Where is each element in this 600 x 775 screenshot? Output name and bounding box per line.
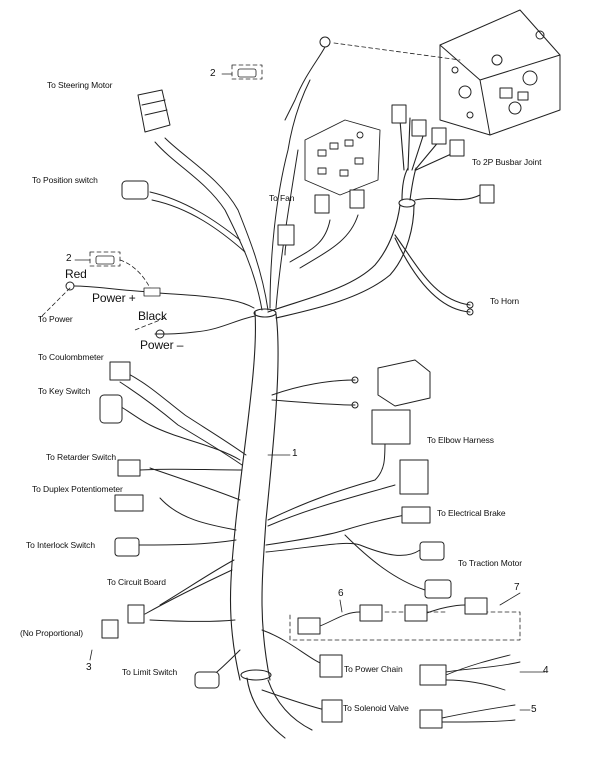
callout-leaders bbox=[39, 42, 521, 641]
callout-1: 1 bbox=[292, 448, 298, 459]
label-black: Black bbox=[138, 309, 167, 323]
label-position-switch: To Position switch bbox=[32, 175, 98, 185]
label-power: To Power bbox=[38, 314, 73, 324]
label-power-chain: To Power Chain bbox=[344, 664, 403, 674]
label-interlock-switch: To Interlock Switch bbox=[26, 540, 95, 550]
label-coulombmeter: To Coulombmeter bbox=[38, 352, 104, 362]
number-leaders bbox=[74, 73, 546, 711]
label-power-minus: Power – bbox=[140, 338, 184, 352]
circuit-board bbox=[304, 119, 381, 196]
callout-2-top: 2 bbox=[210, 68, 216, 79]
callout-6: 6 bbox=[338, 588, 344, 599]
extension-harness-wires bbox=[319, 604, 521, 723]
left-branches bbox=[117, 371, 247, 677]
ring-terminals bbox=[65, 36, 474, 409]
label-electrical-brake: To Electrical Brake bbox=[437, 508, 506, 518]
right-branches bbox=[261, 379, 426, 711]
label-circuit-board: To Circuit Board bbox=[107, 577, 166, 587]
callout-7: 7 bbox=[514, 582, 520, 593]
label-elbow-harness: To Elbow Harness bbox=[427, 435, 494, 445]
main-harness-trunk bbox=[229, 308, 313, 739]
label-limit-switch: To Limit Switch bbox=[122, 667, 178, 677]
label-red: Red bbox=[65, 267, 87, 281]
label-retarder-switch: To Retarder Switch bbox=[46, 452, 117, 462]
label-horn: To Horn bbox=[490, 296, 520, 306]
label-power-plus: Power + bbox=[92, 291, 136, 305]
label-key-switch: To Key Switch bbox=[38, 386, 91, 396]
upper-right-branch bbox=[267, 117, 481, 319]
label-steering-motor: To Steering Motor bbox=[47, 80, 113, 90]
label-no-proportional: (No Proportional) bbox=[20, 628, 84, 638]
callout-2-left: 2 bbox=[66, 253, 72, 264]
label-busbar: To 2P Busbar Joint bbox=[472, 157, 542, 167]
label-duplex-potentiometer: To Duplex Potentiometer bbox=[32, 484, 123, 494]
upper-left-branches bbox=[149, 79, 359, 335]
label-traction-motor: To Traction Motor bbox=[458, 558, 522, 568]
callout-3: 3 bbox=[86, 662, 92, 673]
connectors bbox=[99, 89, 495, 729]
label-fan: To Fan bbox=[269, 193, 295, 203]
motor-controller bbox=[439, 9, 561, 136]
label-solenoid-valve: To Solenoid Valve bbox=[343, 703, 409, 713]
callout-5: 5 bbox=[531, 704, 537, 715]
callout-4: 4 bbox=[543, 665, 549, 676]
fuses bbox=[95, 68, 257, 297]
